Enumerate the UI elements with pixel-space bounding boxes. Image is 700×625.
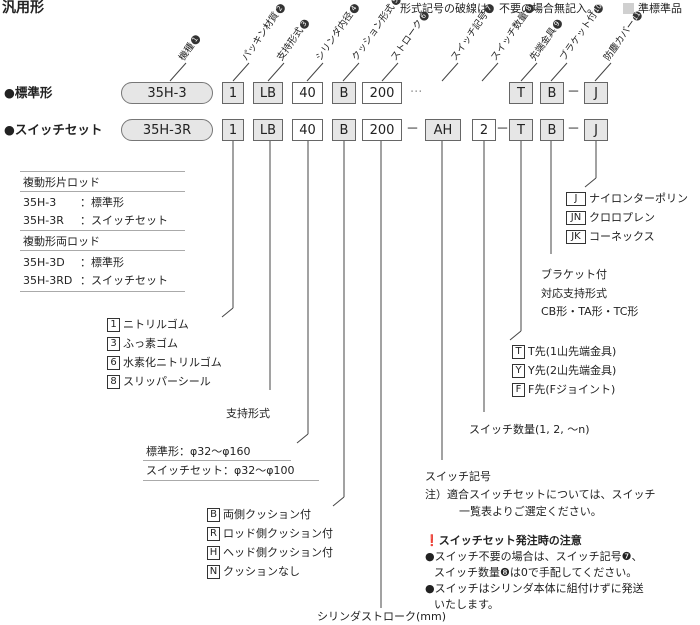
model-code: 35H-3D	[23, 256, 65, 269]
code-bracket-switch: B	[540, 119, 564, 141]
dash-separator: －	[496, 122, 510, 137]
model-code-standard: 35H-3	[121, 82, 213, 104]
semi-standard-legend-label: 準標準品	[638, 2, 682, 15]
code-stroke-switch: 200	[362, 119, 402, 141]
switch-warning-line: ●スイッチ不要の場合は、スイッチ記号❼、	[425, 550, 643, 563]
code-bracket-standard: B	[540, 82, 564, 104]
model-desc: ：スイッチセット	[80, 274, 168, 287]
page-title: 汎用形	[2, 0, 44, 16]
code-bore-standard: 40	[292, 82, 323, 104]
code-cushion-standard: B	[332, 82, 356, 104]
divider	[143, 480, 319, 481]
model-code: 35H-3RD	[23, 274, 73, 287]
model-group2-title: 複動形両ロッド	[23, 235, 100, 248]
dash-separator: －	[406, 122, 420, 137]
warning-icon: ❗	[425, 534, 439, 547]
model-desc: ：標準形	[80, 256, 124, 269]
switch-code-title: スイッチ記号	[425, 470, 491, 483]
bracket-support-types: CB形・TA形・TC形	[541, 305, 639, 318]
switch-code-note: 注）適合スイッチセットについては、スイッチ	[425, 488, 656, 501]
code-switch-symbol: AH	[425, 119, 461, 141]
code-rod-end-switch: T	[509, 119, 533, 141]
model-code-switch-set: 35H-3R	[121, 119, 213, 141]
switch-warning-title: ❗スイッチセット発注時の注意	[425, 534, 582, 547]
code-support-standard: LB	[253, 82, 283, 104]
divider	[20, 171, 185, 172]
support-title: 支持形式	[226, 407, 270, 420]
row-label-switch-set: ●スイッチセット	[4, 122, 103, 137]
model-desc: ：スイッチセット	[80, 214, 168, 227]
dotted-placeholder: ···	[410, 85, 423, 100]
code-cover-standard: J	[584, 82, 608, 104]
row-label-standard: ●標準形	[4, 85, 53, 100]
bracket-support-label: 対応支持形式	[541, 287, 607, 300]
dash-note: 形式記号の破線は、不要の場合無記入。	[400, 2, 598, 15]
stroke-label: シリンダストローク(mm)	[317, 610, 447, 623]
model-desc: ：標準形	[80, 196, 124, 209]
bracket-title: ブラケット付	[541, 268, 607, 281]
divider	[20, 291, 185, 292]
model-group1-title: 複動形片ロッド	[23, 176, 100, 189]
switch-code-note: 一覧表よりご選定ください。	[459, 505, 602, 518]
code-packing-switch: 1	[222, 119, 244, 141]
code-rod-end-standard: T	[509, 82, 533, 104]
model-code: 35H-3	[23, 196, 57, 209]
divider	[143, 460, 291, 461]
model-code: 35H-3R	[23, 214, 64, 227]
switch-qty-label: スイッチ数量(1, 2, ～n)	[469, 423, 590, 436]
switch-warning-line: スイッチ数量❽は0で手配してください。	[434, 566, 638, 579]
semi-standard-legend-swatch	[623, 3, 634, 14]
dash-separator: －	[567, 85, 581, 100]
code-cushion-switch: B	[332, 119, 356, 141]
divider	[20, 250, 185, 251]
switch-warning-line: いたします。	[434, 598, 499, 611]
code-cover-switch: J	[584, 119, 608, 141]
dash-separator: －	[567, 122, 581, 137]
divider	[20, 191, 185, 192]
code-packing-standard: 1	[222, 82, 244, 104]
support-switch-range: スイッチセット：φ32～φ100	[146, 464, 295, 477]
support-standard-range: 標準形：φ32～φ160	[146, 445, 251, 458]
code-stroke-standard: 200	[362, 82, 402, 104]
code-support-switch: LB	[253, 119, 283, 141]
switch-warning-line: ●スイッチはシリンダ本体に組付けずに発送	[425, 582, 644, 595]
code-bore-switch: 40	[292, 119, 323, 141]
code-switch-qty: 2	[472, 119, 496, 141]
divider	[20, 230, 185, 231]
